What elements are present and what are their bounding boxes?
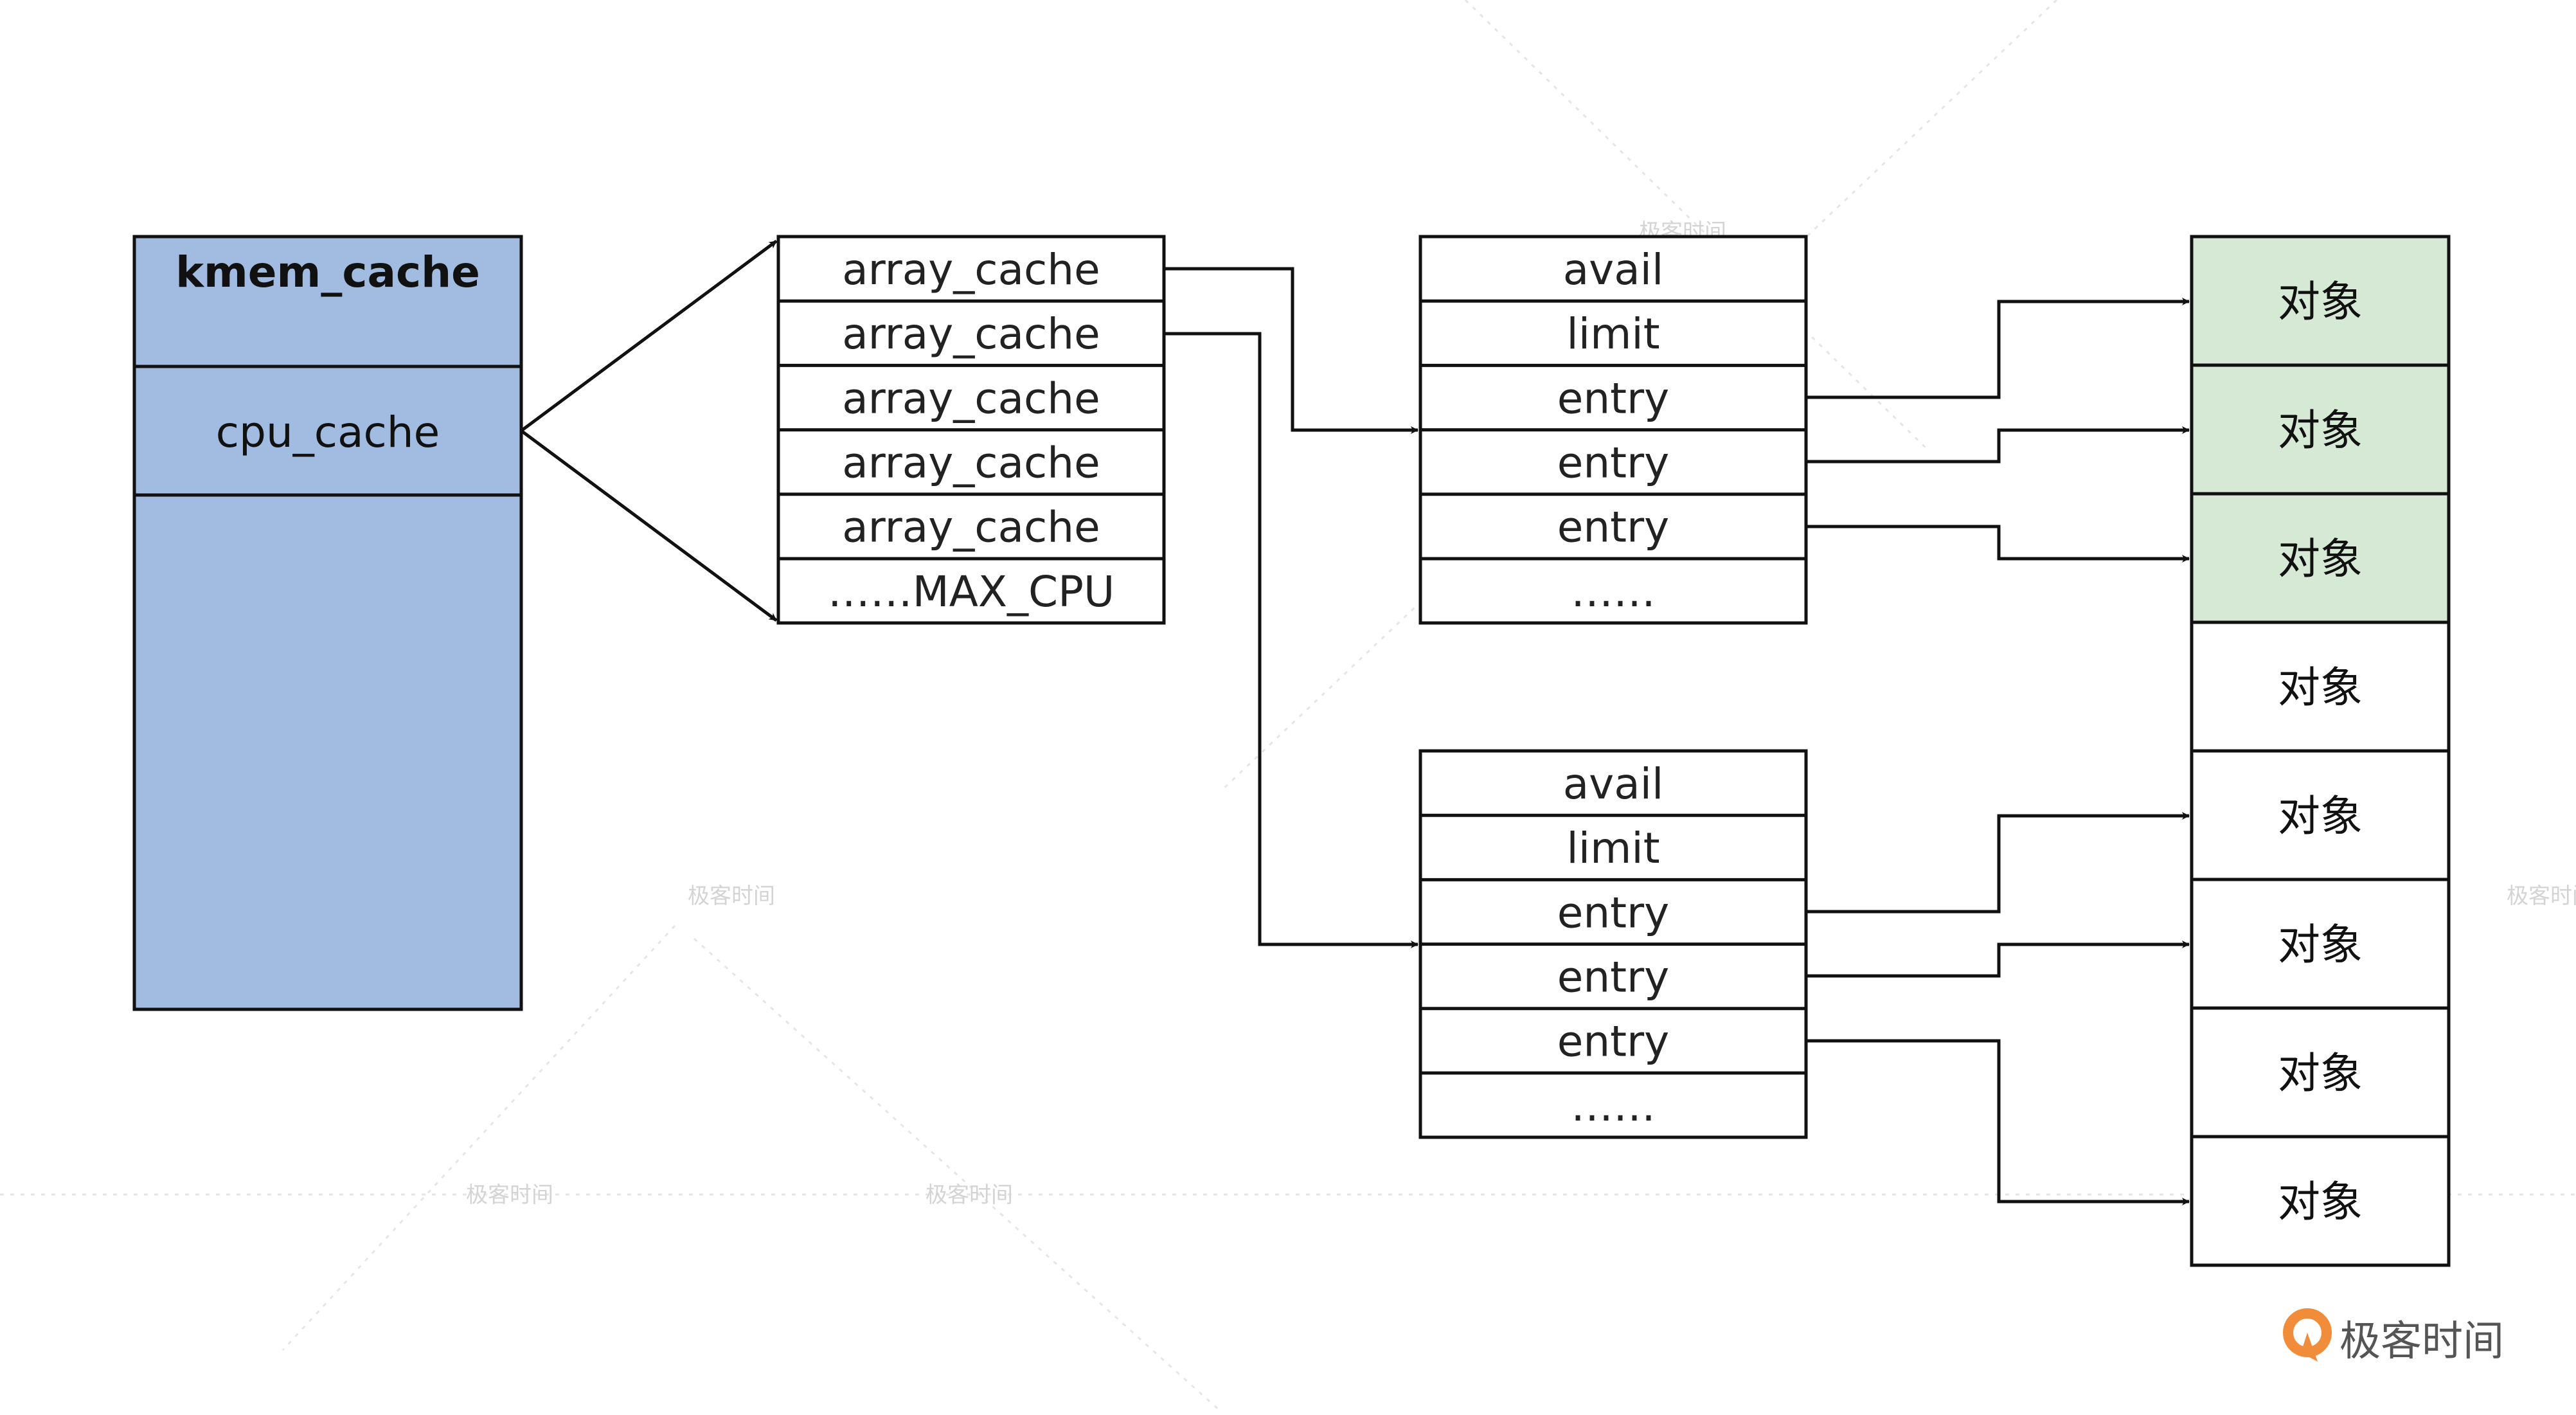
object-cell	[2190, 1135, 2451, 1267]
object-label: 对象	[2278, 791, 2363, 841]
watermark-line	[1464, 0, 1929, 451]
route-top-entry-2	[1806, 525, 2190, 563]
array-cache-row-label: array_cache	[842, 374, 1100, 423]
cache-table-bottom-row-label: avail	[1563, 759, 1664, 809]
cache-table-top: avail limit entry entry entry ……	[1418, 235, 1808, 625]
array-cache-row-label: array_cache	[842, 309, 1100, 359]
watermark-text: 极客时间	[688, 883, 775, 909]
cpu-cache-label: cpu_cache	[216, 408, 440, 457]
array-cache-table: array_cache array_cache array_cache array_c…	[776, 235, 1166, 625]
route-array-cache-1	[1164, 332, 1418, 948]
cache-table-top-row-label: entry	[1557, 503, 1670, 552]
kmem-cache-title: kmem_cache	[175, 248, 480, 297]
object-cell	[2190, 878, 2451, 1010]
kmem-cache-block: kmem_cache cpu_cache	[132, 235, 523, 1011]
route-bottom-entry-1	[1806, 941, 2190, 978]
route-bottom-entry-2	[1806, 1039, 2190, 1205]
cache-table-top-row-label: limit	[1566, 309, 1659, 359]
array-cache-routes	[1164, 267, 1418, 948]
array-cache-row-label: array_cache	[842, 503, 1100, 552]
brand-logo: 极客时间	[2283, 1308, 2504, 1365]
object-cell	[2190, 749, 2451, 881]
object-label: 对象	[2278, 406, 2363, 455]
route-array-cache-0	[1164, 267, 1418, 434]
object-label: 对象	[2278, 1177, 2363, 1227]
cache-table-top-row-label: entry	[1557, 374, 1670, 423]
arrow-to-last-array-cache	[520, 429, 778, 622]
watermark-text: 极客时间	[926, 1182, 1013, 1208]
entry-object-routes	[1806, 298, 2190, 1205]
object-label: 对象	[2278, 534, 2363, 584]
route-top-entry-1	[1806, 426, 2190, 464]
route-bottom-entry-0	[1806, 812, 2190, 914]
object-cell-allocated	[2190, 492, 2451, 624]
cache-table-bottom-row-label: entry	[1557, 952, 1670, 1002]
object-label: 对象	[2278, 920, 2363, 969]
array-cache-row-label: ……MAX_CPU	[828, 567, 1115, 617]
array-cache-row-label: array_cache	[842, 245, 1100, 294]
cache-table-bottom-row-label: limit	[1566, 824, 1659, 873]
route-top-entry-0	[1806, 298, 2190, 399]
array-cache-row-label: array_cache	[842, 438, 1100, 487]
cache-table-bottom-row-label: entry	[1557, 888, 1670, 937]
cpu-cache-arrows	[520, 239, 778, 622]
object-label: 对象	[2278, 1049, 2363, 1098]
arrow-to-first-array-cache	[520, 239, 778, 433]
object-cell-allocated	[2190, 235, 2451, 367]
object-label: 对象	[2278, 663, 2363, 712]
object-label: 对象	[2278, 277, 2363, 327]
watermark-text: 极客时间	[466, 1182, 553, 1208]
cache-table-top-row-label: ……	[1571, 567, 1656, 617]
cache-table-top-row-label: entry	[1557, 438, 1670, 487]
cache-table-top-row-label: avail	[1563, 245, 1664, 294]
cache-table-bottom-row-label: ……	[1571, 1081, 1656, 1131]
object-cell	[2190, 1006, 2451, 1139]
watermark-text: 极客时间	[2507, 883, 2576, 909]
watermark-line	[693, 937, 1222, 1413]
watermark-line	[1220, 0, 2058, 792]
brand-logo-text: 极客时间	[2339, 1318, 2504, 1365]
cache-table-bottom-row-label: entry	[1557, 1017, 1670, 1067]
cache-table-bottom: avail limit entry entry entry ……	[1418, 749, 1808, 1139]
kmem-cache-box	[132, 235, 523, 1011]
brand-logo-icon	[2283, 1308, 2332, 1362]
watermark-line	[282, 924, 676, 1351]
